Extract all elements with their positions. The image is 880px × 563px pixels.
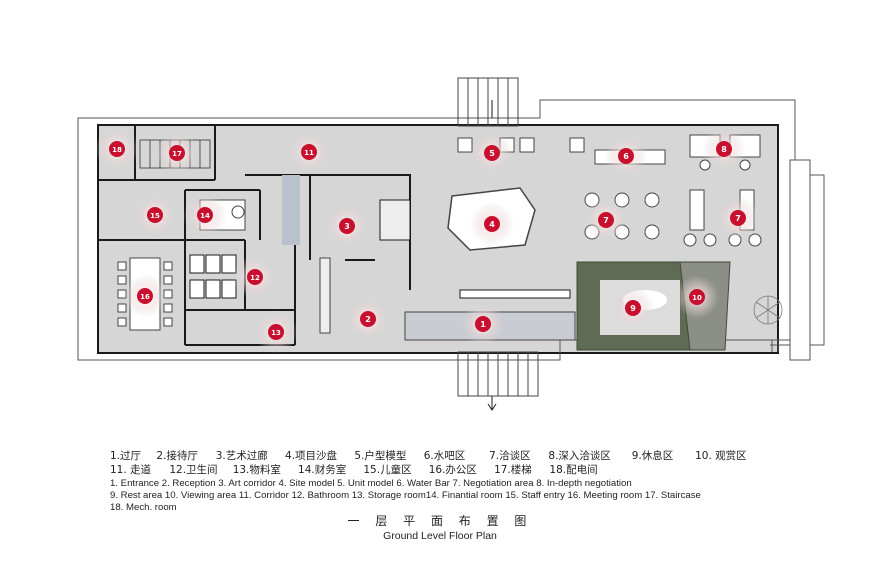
legend-item: 2.接待厅	[156, 450, 198, 462]
legend-en-line1: 1. Entrance 2. Reception 3. Art corridor…	[110, 478, 632, 489]
marker-3: 3	[339, 218, 355, 234]
marker-7b: 7	[730, 210, 746, 226]
svg-text:7: 7	[603, 216, 609, 225]
reception-counter	[319, 257, 331, 334]
legend-item: 6.水吧区	[423, 450, 466, 462]
svg-text:6: 6	[623, 152, 629, 161]
marker-15: 15	[147, 207, 163, 223]
marker-12: 12	[247, 269, 263, 285]
svg-text:17: 17	[172, 150, 182, 158]
plan-title-cn: 一 层 平 面 布 置 图	[347, 514, 533, 528]
marker-4: 4	[484, 216, 500, 232]
marker-1: 1	[475, 316, 491, 332]
marker-17: 17	[169, 145, 185, 161]
art-corridor	[285, 174, 411, 290]
legend-item: 11. 走道	[110, 464, 152, 476]
bottom-entrance	[457, 351, 539, 411]
entrance-bench	[459, 289, 571, 299]
legend-item: 18.配电间	[549, 464, 598, 476]
area-markers: 1 2 3 4 5 6 7 7 8 9 10 11 12 13 14 15 16…	[109, 141, 746, 340]
legend-item: 13.物料室	[232, 464, 281, 476]
top-entrance	[457, 77, 519, 127]
legend-en-line2: 9. Rest area 10. Viewing area 11. Corrid…	[110, 490, 701, 501]
legend-item: 7.洽谈区	[489, 450, 531, 462]
marker-14: 14	[197, 207, 213, 223]
svg-text:1: 1	[480, 320, 486, 329]
svg-text:16: 16	[140, 293, 150, 301]
floor-plan: 1 2 3 4 5 6 7 7 8 9 10 11 12 13 14 15 16…	[77, 77, 825, 411]
right-steps	[770, 159, 825, 361]
plan-title-en: Ground Level Floor Plan	[383, 530, 497, 542]
marker-11: 11	[301, 144, 317, 160]
marker-5: 5	[484, 145, 500, 161]
marker-16: 16	[137, 288, 153, 304]
svg-text:11: 11	[304, 149, 314, 157]
legend-item: 8.深入洽谈区	[548, 450, 611, 462]
svg-text:18: 18	[112, 146, 122, 154]
marker-2: 2	[360, 311, 376, 327]
legend-item: 9.休息区	[631, 450, 674, 462]
svg-text:7: 7	[735, 214, 741, 223]
svg-text:8: 8	[721, 145, 727, 154]
svg-text:14: 14	[200, 212, 210, 220]
svg-text:5: 5	[489, 149, 495, 158]
legend-item: 17.楼梯	[494, 464, 532, 476]
marker-8: 8	[716, 141, 732, 157]
legend-item: 4.项目沙盘	[285, 450, 338, 462]
marker-18: 18	[109, 141, 125, 157]
legend-cn-row2: 11. 走道 12.卫生间 13.物料室 14.财务室 15.儿童区 16.办公…	[110, 462, 598, 477]
legend-en-line3: 18. Mech. room	[110, 502, 177, 513]
legend-item: 16.办公区	[428, 464, 477, 476]
svg-text:15: 15	[150, 212, 160, 220]
marker-6: 6	[618, 148, 634, 164]
tree-icon	[753, 295, 783, 325]
water-feature	[282, 175, 300, 245]
svg-text:10: 10	[692, 294, 702, 302]
legend-item: 12.卫生间	[169, 464, 218, 476]
marker-9: 9	[625, 300, 641, 316]
svg-text:9: 9	[630, 304, 636, 313]
svg-text:12: 12	[250, 274, 260, 282]
legend-item: 14.财务室	[298, 464, 347, 476]
marker-10: 10	[689, 289, 705, 305]
legend-cn-row1: 1.过厅 2.接待厅 3.艺术过廊 4.项目沙盘 5.户型模型 6.水吧区 7.…	[110, 448, 747, 463]
legend-item: 15.儿童区	[363, 464, 412, 476]
svg-text:2: 2	[365, 315, 371, 324]
svg-text:4: 4	[489, 220, 495, 229]
svg-text:13: 13	[271, 329, 281, 337]
legend-item: 3.艺术过廊	[215, 450, 268, 462]
marker-13: 13	[268, 324, 284, 340]
toilet-stalls	[189, 254, 237, 299]
svg-text:3: 3	[344, 222, 350, 231]
legend-item: 5.户型模型	[354, 450, 407, 462]
legend-item: 10. 观赏区	[695, 450, 747, 462]
legend-item: 1.过厅	[110, 450, 142, 462]
marker-7a: 7	[598, 212, 614, 228]
